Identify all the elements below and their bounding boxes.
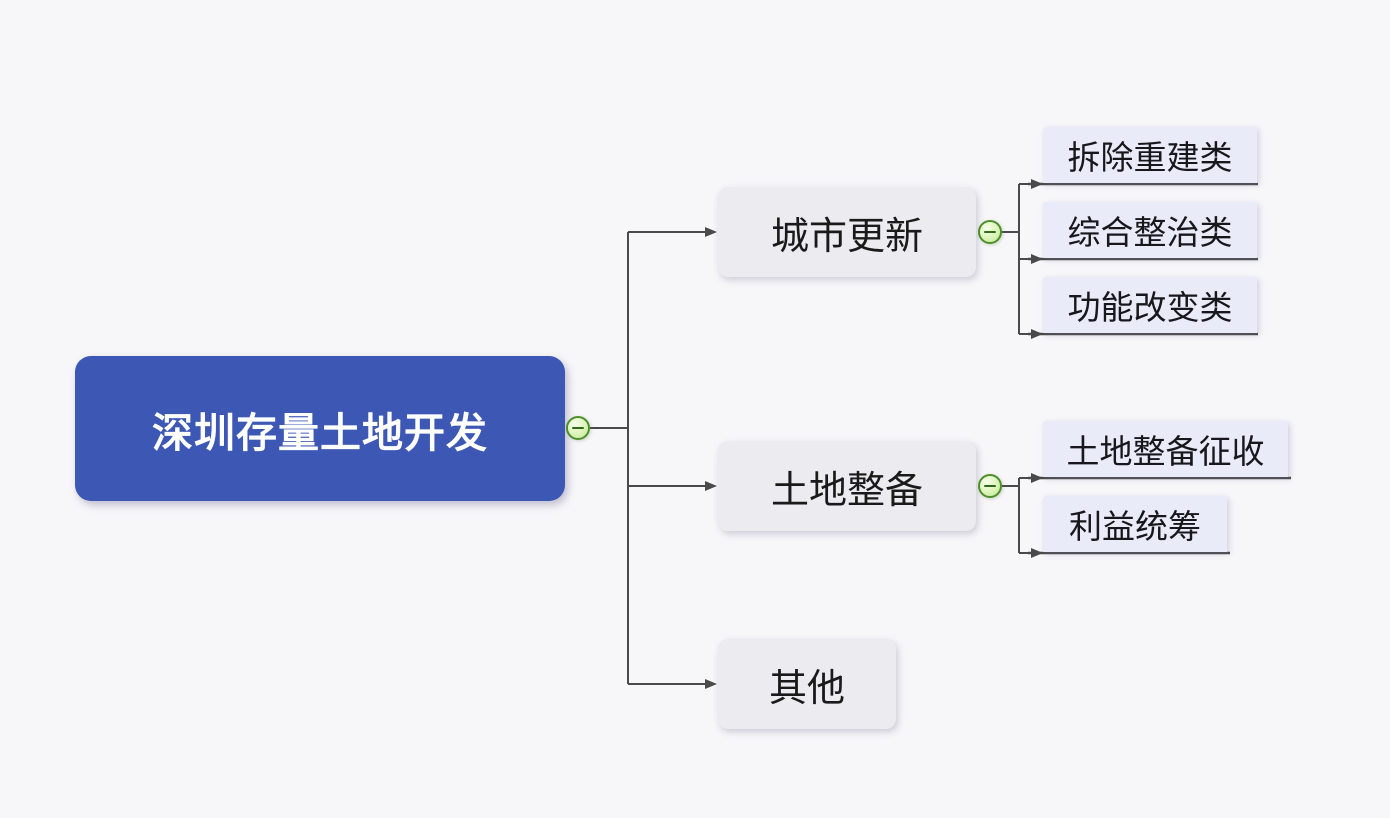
leaf-node-label: 综合整治类: [1067, 214, 1233, 251]
leaf-node-land-preparation-expropriation[interactable]: 土地整备征收: [1043, 421, 1288, 477]
leaf-node-comprehensive-improvement[interactable]: 综合整治类: [1043, 202, 1257, 258]
branch-node-land-preparation[interactable]: 土地整备: [718, 441, 976, 531]
collapse-button-land-preparation[interactable]: [978, 474, 1002, 498]
branch-node-urban-renewal[interactable]: 城市更新: [718, 187, 976, 277]
leaf-node-function-change[interactable]: 功能改变类: [1043, 277, 1257, 333]
branch-node-label: 城市更新: [770, 215, 923, 258]
branch-node-label: 其他: [768, 667, 845, 710]
leaf-node-demolition-reconstruction[interactable]: 拆除重建类: [1043, 127, 1257, 183]
minus-icon: [984, 230, 996, 234]
minus-icon: [984, 484, 996, 488]
leaf-node-label: 利益统筹: [1069, 508, 1201, 545]
leaf-node-benefit-coordination[interactable]: 利益统筹: [1043, 496, 1227, 552]
leaf-node-label: 土地整备征收: [1066, 433, 1265, 470]
root-node-label: 深圳存量土地开发: [152, 409, 488, 456]
leaf-node-label: 功能改变类: [1067, 289, 1233, 326]
collapse-button-root[interactable]: [566, 416, 590, 440]
branch-node-label: 土地整备: [770, 469, 923, 512]
minus-icon: [572, 426, 584, 430]
leaf-node-label: 拆除重建类: [1067, 139, 1233, 176]
branch-node-other[interactable]: 其他: [718, 639, 896, 729]
collapse-button-urban-renewal[interactable]: [978, 220, 1002, 244]
root-node[interactable]: 深圳存量土地开发: [75, 356, 565, 501]
